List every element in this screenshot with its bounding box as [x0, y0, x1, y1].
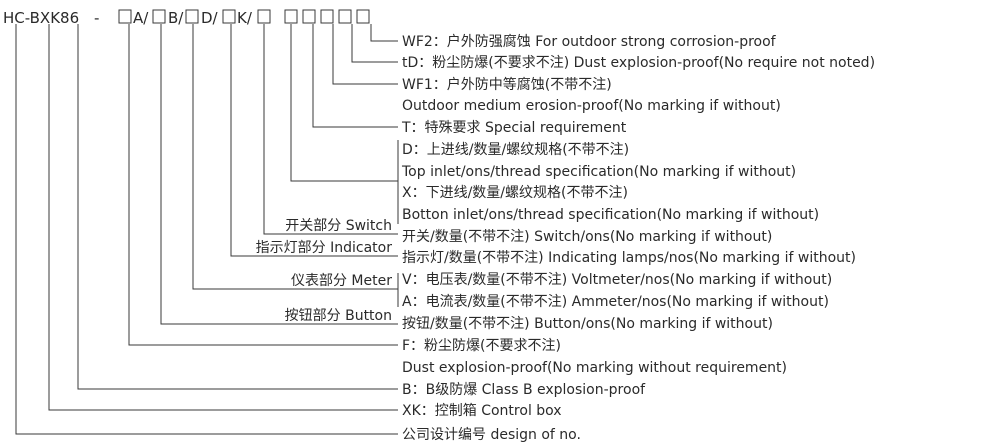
leader-wf2 [370, 24, 398, 42]
code-box-special [302, 9, 316, 24]
desc-indicator: 指示灯/数量(不带不注) Indicating lamps/nos(No mar… [402, 250, 856, 266]
section-indicator: 指示灯部分 Indicator [256, 240, 393, 256]
desc-wf1-cn: WF1：户外防中等腐蚀(不带不注) [402, 76, 612, 93]
leader-indicator [230, 24, 398, 257]
section-meter: 仪表部分 Meter [291, 273, 392, 289]
desc-button: 按钮/数量(不带不注) Button/ons(No marking if wit… [402, 316, 773, 332]
desc-switch: 开关/数量(不带不注) Switch/ons(No marking if wit… [402, 229, 772, 245]
code-box-td [338, 9, 352, 24]
desc-bottom-inlet-en: Botton inlet/ons/thread specification(No… [402, 207, 819, 223]
code-box-f [118, 9, 132, 24]
leader-td [351, 24, 398, 63]
descriptions: WF2：户外防强腐蚀 For outdoor strong corrosion-… [401, 33, 875, 443]
code-b: B/ [168, 9, 184, 27]
leader-special [312, 24, 398, 128]
code-prefix: HC-BXK86 [3, 9, 79, 27]
leader-inlet [290, 24, 398, 182]
leader-wf1 [332, 24, 398, 85]
desc-f-en: Dust explosion-proof(No marking without … [402, 360, 787, 376]
desc-f-cn: F：粉尘防爆(不要求不注) [402, 338, 561, 354]
code-dash: - [94, 9, 99, 27]
leader-lines [15, 24, 399, 435]
desc-bottom-inlet-cn: X：下进线/数量/螺纹规格(不带不注) [402, 185, 628, 201]
code-d: D/ [201, 9, 219, 27]
code-k: K/ [237, 9, 253, 27]
leader-button [160, 24, 398, 325]
section-switch: 开关部分 Switch [285, 218, 392, 234]
desc-xk: XK：控制箱 Control box [402, 403, 562, 419]
leader-switch [263, 24, 398, 235]
code-box-switch [257, 9, 271, 24]
desc-special: T：特殊要求 Special requirement [401, 120, 627, 136]
desc-top-inlet-en: Top inlet/ons/thread specification(No ma… [401, 164, 796, 180]
leader-design [15, 24, 398, 435]
desc-design-no: 公司设计编号 design of no. [402, 427, 581, 443]
desc-voltmeter: V：电压表/数量(不带不注) Voltmeter/nos(No marking … [402, 272, 832, 288]
code-box-inlet [284, 9, 298, 24]
leader-b [77, 24, 398, 390]
desc-td: tD：粉尘防爆(不要求不注) Dust explosion-proof(No r… [402, 55, 875, 71]
desc-wf2: WF2：户外防强腐蚀 For outdoor strong corrosion-… [402, 33, 777, 50]
section-labels: 开关部分 Switch 指示灯部分 Indicator 仪表部分 Meter 按… [256, 218, 393, 324]
section-button: 按钮部分 Button [285, 308, 392, 324]
code-box-wf2 [356, 9, 370, 24]
code-a: A/ [133, 9, 149, 27]
leader-xk [48, 24, 398, 411]
desc-ammeter: A：电流表/数量(不带不注) Ammeter/nos(No marking if… [402, 294, 829, 310]
code-box-wf1 [320, 9, 334, 24]
code-box-meter [185, 9, 199, 24]
desc-wf1-en: Outdoor medium erosion-proof(No marking … [402, 98, 781, 114]
leader-f [128, 24, 398, 346]
code-box-indicator [222, 9, 236, 24]
desc-b: B：B级防爆 Class B explosion-proof [402, 382, 646, 398]
code-box-button [152, 9, 166, 24]
leader-meter [192, 24, 398, 290]
model-code: HC-BXK86 - A/ B/ D/ K/ [3, 9, 370, 27]
desc-top-inlet-cn: D：上进线/数量/螺纹规格(不带不注) [402, 142, 629, 158]
